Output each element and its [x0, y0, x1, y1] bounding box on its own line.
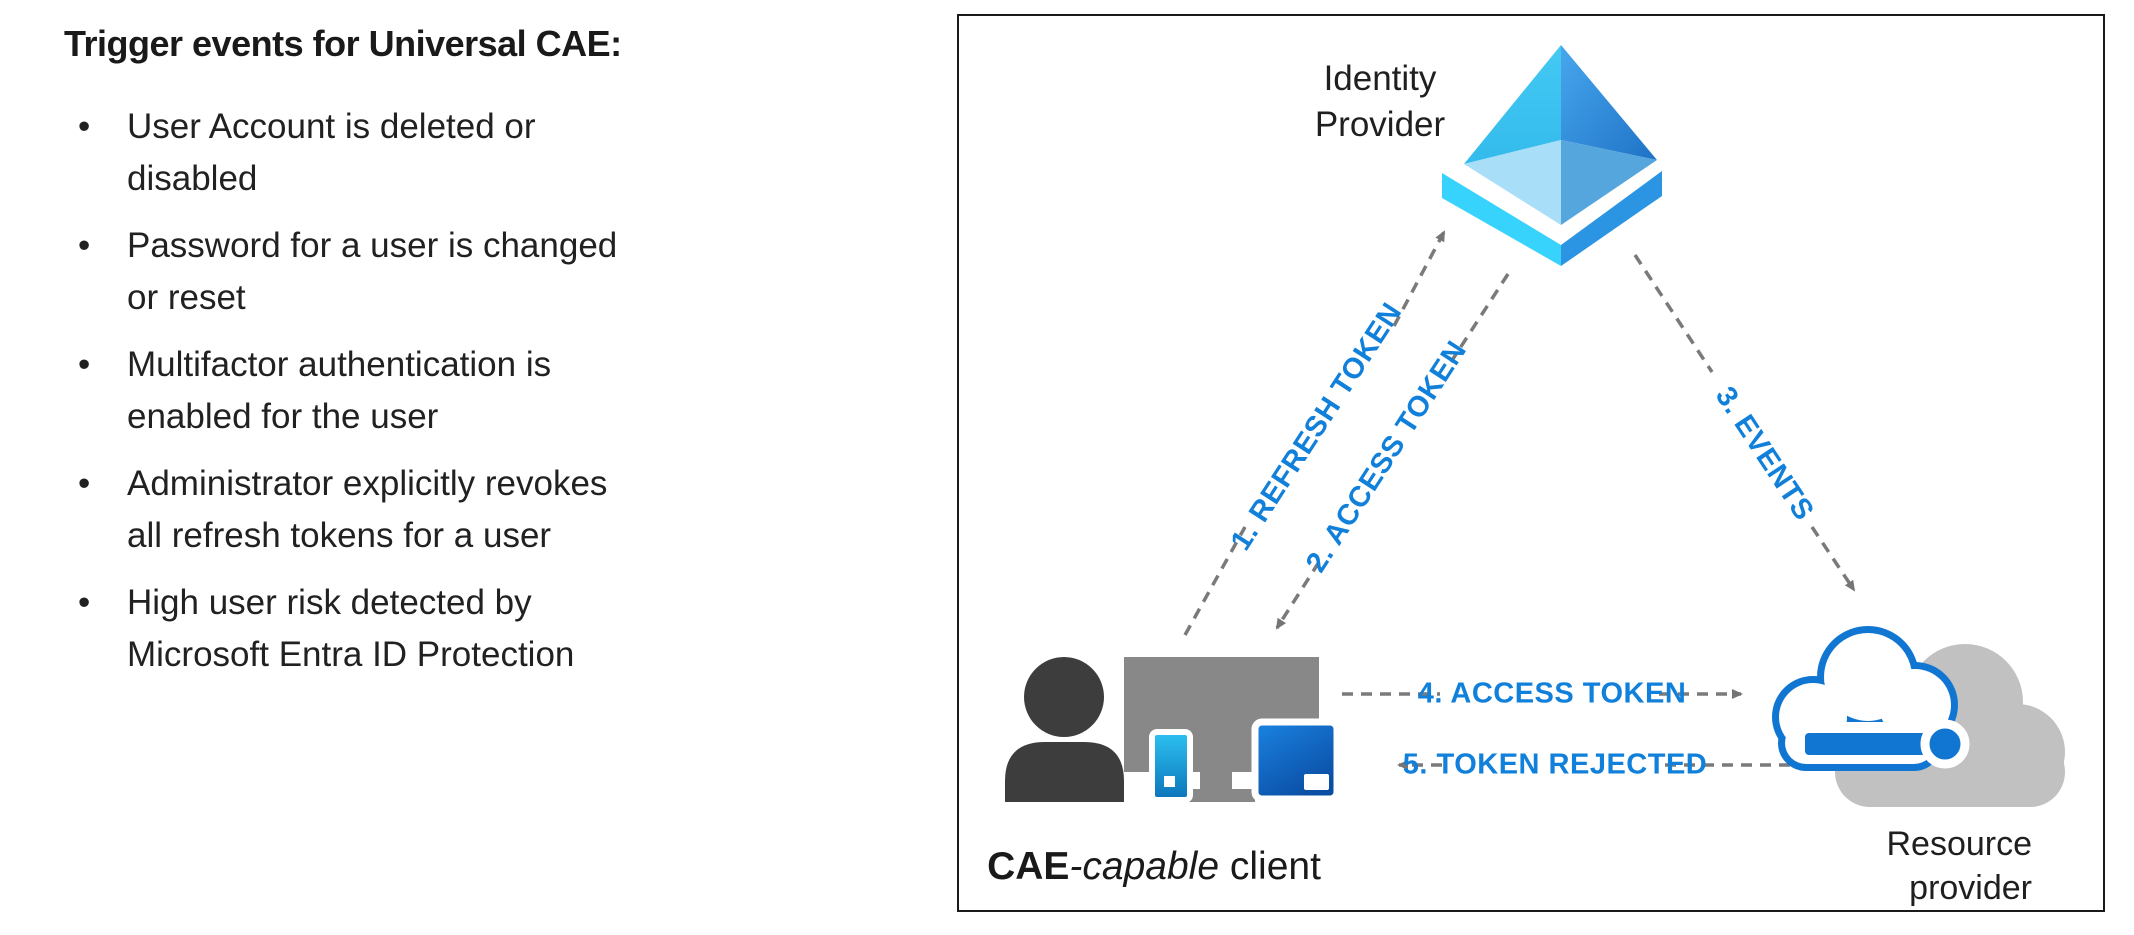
- client-devices-icon: [1005, 657, 1341, 803]
- refresh-token-line-lower: [1183, 526, 1247, 636]
- list-item-text: disabled: [127, 159, 258, 198]
- list-item-text: or reset: [127, 278, 246, 317]
- events-line-upper: [1633, 254, 1714, 373]
- client-label-italic: -capable: [1069, 845, 1220, 888]
- events-line-lower: [1810, 526, 1856, 592]
- list-item-text: User Account is deleted or: [127, 107, 536, 146]
- identity-provider-icon: [1442, 45, 1662, 266]
- resource-provider-icon: [1772, 626, 2065, 807]
- client-label: CAE-capable client: [987, 845, 1321, 889]
- resource-provider-label: Resource provider: [1886, 825, 2032, 907]
- trigger-events-panel: Trigger events for Universal CAE: User A…: [64, 20, 704, 696]
- connector-dot: [1920, 719, 1970, 769]
- list-item-text: High user risk detected by: [127, 583, 532, 622]
- pyramid-chevron: [1442, 171, 1662, 266]
- list-item-text: Multifactor authentication is: [127, 345, 552, 384]
- pyramid-faces: [1464, 45, 1657, 225]
- user-icon: [1005, 657, 1124, 802]
- blue-cloud: [1772, 626, 1970, 771]
- connector-bar: [1805, 733, 1930, 755]
- flow-label-token-rejected: 5. TOKEN REJECTED: [1402, 748, 1708, 781]
- list-item: High user risk detected by Microsoft Ent…: [64, 577, 704, 681]
- flow-label-access-token-right: 4. ACCESS TOKEN: [1417, 677, 1687, 710]
- trigger-events-list: User Account is deleted or disabled Pass…: [64, 101, 704, 681]
- list-item-text: Microsoft Entra ID Protection: [127, 635, 575, 674]
- cae-flow-diagram: Identity Provider 1. REFRESH TOKEN 2. AC…: [957, 14, 2105, 912]
- client-label-bold: CAE: [987, 845, 1070, 888]
- list-item-text: Administrator explicitly revokes: [127, 464, 608, 503]
- list-item: Administrator explicitly revokes all ref…: [64, 458, 704, 562]
- list-item: Password for a user is changed or reset: [64, 220, 704, 324]
- laptop-icon: [1251, 718, 1341, 803]
- list-item: Multifactor authentication is enabled fo…: [64, 339, 704, 443]
- list-item-text: all refresh tokens for a user: [127, 516, 552, 555]
- flow-arrows: [1183, 230, 1856, 770]
- access-token-up-line-lower: [1275, 561, 1321, 630]
- client-label-regular: client: [1219, 845, 1321, 888]
- page-title: Trigger events for Universal CAE:: [64, 23, 622, 64]
- identity-provider-label: Identity Provider: [1314, 59, 1446, 144]
- list-item-text: enabled for the user: [127, 397, 439, 436]
- list-item: User Account is deleted or disabled: [64, 101, 704, 205]
- phone-icon: [1149, 729, 1193, 803]
- list-item-text: Password for a user is changed: [127, 226, 618, 265]
